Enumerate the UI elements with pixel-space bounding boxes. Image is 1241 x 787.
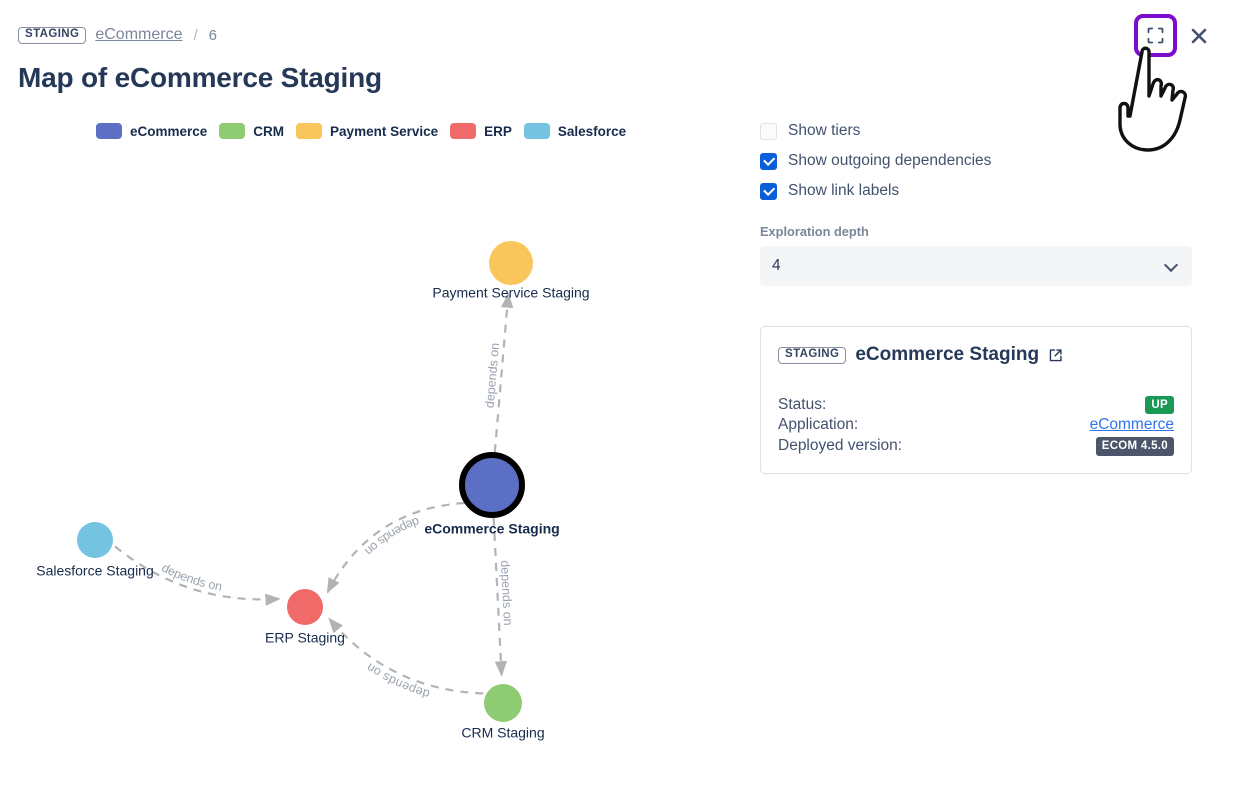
close-icon: [1191, 28, 1207, 44]
legend-item-ecommerce[interactable]: eCommerce: [96, 123, 207, 139]
row-key-deployed-version: Deployed version:: [778, 437, 903, 455]
legend-label: eCommerce: [130, 123, 208, 139]
breadcrumb-count: 6: [208, 26, 217, 44]
card-title: eCommerce Staging: [855, 344, 1040, 365]
legend-swatch-icon: [450, 123, 477, 139]
node-details-table: Status: UP Application: eCommerce Deploy…: [778, 394, 1174, 457]
node-label: CRM Staging: [461, 725, 544, 741]
edge-label: depends on: [483, 342, 503, 408]
checkbox-row-show-tiers[interactable]: Show tiers: [760, 120, 1192, 142]
graph-node-layer[interactable]: Payment Service Staging eCommerce Staging…: [36, 241, 590, 741]
graph-node-payment[interactable]: Payment Service Staging: [432, 241, 590, 301]
dependency-graph[interactable]: depends on depends on depends on depends on…: [0, 150, 745, 787]
node-circle[interactable]: [489, 241, 533, 285]
checkbox-show-outgoing-dependencies-icon[interactable]: [760, 152, 777, 170]
version-badge: ECOM 4.5.0: [1095, 437, 1174, 456]
close-button[interactable]: [1188, 25, 1210, 47]
edge-label: depends on: [362, 514, 421, 558]
graph-edge: [326, 501, 465, 594]
graph-node-salesforce[interactable]: Salesforce Staging: [36, 522, 154, 579]
graph-edge: [493, 292, 514, 453]
page-title: Map of eCommerce Staging: [18, 62, 382, 93]
graph-node-ecommerce[interactable]: eCommerce Staging: [424, 452, 560, 537]
legend-item-erp[interactable]: ERP: [450, 123, 512, 139]
legend-swatch-icon: [296, 123, 323, 139]
checkbox-show-tiers-label: Show tiers: [788, 122, 861, 139]
edge-label: depends on: [159, 561, 223, 594]
legend-label: Salesforce: [557, 123, 627, 139]
node-label: ERP Staging: [265, 630, 345, 646]
row-value-deployed-version: ECOM 4.5.0: [1014, 435, 1174, 456]
node-label: Payment Service Staging: [432, 285, 589, 301]
graph-edge: [328, 617, 484, 695]
node-circle[interactable]: [287, 589, 323, 625]
breadcrumb-env-badge: STAGING: [18, 26, 87, 44]
legend-label: Payment Service: [330, 123, 439, 139]
legend-swatch-icon: [96, 123, 122, 139]
breadcrumb-application-link[interactable]: eCommerce: [95, 26, 183, 43]
exploration-depth-label: Exploration depth: [760, 224, 869, 239]
breadcrumb: STAGING eCommerce / 6: [18, 26, 217, 44]
table-row: Deployed version: ECOM 4.5.0: [778, 435, 1174, 456]
exploration-depth-select[interactable]: 4: [760, 246, 1192, 286]
status-badge: UP: [1145, 396, 1174, 415]
node-details-card: STAGING eCommerce Staging Status: UP App…: [760, 326, 1192, 474]
edge-label: depends on: [498, 560, 515, 626]
graph-edge: [492, 517, 508, 677]
card-env-badge: STAGING: [778, 346, 847, 364]
legend: eCommerce CRM Payment Service ERP Salesf…: [96, 123, 626, 139]
table-row: Application: eCommerce: [778, 415, 1174, 435]
legend-label: CRM: [253, 123, 285, 139]
checkbox-show-outgoing-dependencies-label: Show outgoing dependencies: [788, 152, 992, 169]
row-value-status: UP: [1014, 394, 1174, 415]
legend-swatch-icon: [219, 123, 246, 139]
breadcrumb-separator: /: [193, 26, 198, 44]
legend-label: ERP: [484, 123, 512, 139]
legend-item-salesforce[interactable]: Salesforce: [523, 123, 627, 139]
chevron-down-icon: [1165, 260, 1178, 273]
row-key-application: Application:: [778, 416, 859, 434]
node-details-header: STAGING eCommerce Staging: [778, 344, 1174, 366]
controls-panel: Show tiers Show outgoing dependencies Sh…: [760, 120, 1192, 474]
graph-edge: [114, 545, 281, 606]
legend-item-crm[interactable]: CRM: [219, 123, 284, 139]
checkbox-show-tiers-icon[interactable]: [760, 122, 777, 140]
exploration-depth-value: 4: [772, 257, 781, 274]
legend-swatch-icon: [523, 123, 550, 139]
edge-label: depends on: [364, 660, 431, 701]
node-label: eCommerce Staging: [424, 521, 559, 537]
fullscreen-expand-button[interactable]: [1134, 14, 1177, 57]
fullscreen-expand-icon: [1147, 27, 1164, 44]
checkbox-row-show-link-labels[interactable]: Show link labels: [760, 180, 1192, 202]
checkbox-show-link-labels-label: Show link labels: [788, 182, 900, 199]
node-label: Salesforce Staging: [36, 563, 154, 579]
checkbox-show-link-labels-icon[interactable]: [760, 182, 777, 200]
row-key-status: Status:: [778, 395, 827, 413]
table-row: Status: UP: [778, 394, 1174, 415]
graph-node-crm[interactable]: CRM Staging: [461, 684, 545, 741]
legend-item-payment-service[interactable]: Payment Service: [296, 123, 438, 139]
node-circle[interactable]: [484, 684, 522, 722]
graph-node-erp[interactable]: ERP Staging: [265, 589, 345, 646]
checkbox-row-show-outgoing-dependencies[interactable]: Show outgoing dependencies: [760, 150, 1192, 172]
application-link[interactable]: eCommerce: [1089, 416, 1174, 434]
row-value-application: eCommerce: [1014, 415, 1174, 435]
node-circle[interactable]: [459, 452, 525, 518]
node-circle[interactable]: [77, 522, 113, 558]
external-link-icon[interactable]: [1048, 348, 1063, 363]
